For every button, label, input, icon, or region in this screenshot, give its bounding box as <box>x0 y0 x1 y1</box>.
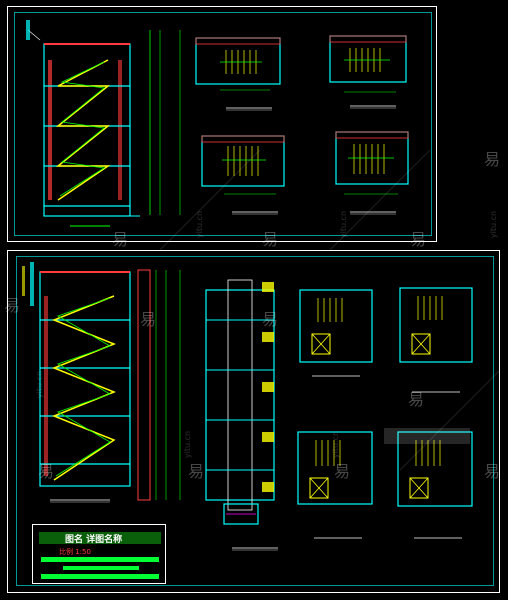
watermark-char: 易 <box>38 462 55 481</box>
lower-stair-section <box>22 262 131 503</box>
watermark-brand: yitu.cn <box>195 210 205 239</box>
watermark-char: 易 <box>4 296 21 315</box>
lower-sheet-inner-frame <box>16 256 494 586</box>
watermark-brand: yitu.cn <box>35 370 45 399</box>
upper-sheet-inner-frame <box>14 12 432 236</box>
watermark-char: 易 <box>484 462 501 481</box>
watermark-char: 易 <box>112 230 129 249</box>
lower-red-column <box>137 269 181 501</box>
title-block: 图名 详图名称 比例 1:50 <box>32 524 166 584</box>
watermark-char: 易 <box>484 150 501 169</box>
title-block-bar-1 <box>41 557 159 562</box>
upper-plan-bottom-left <box>201 135 285 215</box>
watermark-char: 易 <box>262 230 279 249</box>
watermark-brand: yitu.cn <box>331 430 341 459</box>
watermark-char: 易 <box>334 462 351 481</box>
title-block-bar-3 <box>41 574 159 579</box>
upper-plan-bottom-right <box>335 131 409 215</box>
watermark-char: 易 <box>262 310 279 329</box>
watermark-char: 易 <box>408 390 425 409</box>
watermark-brand: yitu.cn <box>183 430 193 459</box>
lower-plan-top-right <box>399 287 473 393</box>
watermark-char: 易 <box>188 462 205 481</box>
watermark-brand: yitu.cn <box>339 210 349 239</box>
title-block-header-bar <box>39 532 161 544</box>
lower-plan-bottom-left <box>297 431 373 539</box>
title-block-bar-2 <box>63 566 139 570</box>
upper-stair-section <box>26 20 181 227</box>
lower-plan-top-left <box>299 289 373 377</box>
title-block-title: 图名 详图名称 <box>65 535 123 545</box>
watermark-logo <box>384 428 470 444</box>
watermark-char: 易 <box>410 230 427 249</box>
lower-plan-bottom-right <box>397 431 473 539</box>
title-block-subtitle: 比例 1:50 <box>59 548 91 556</box>
watermark-char: 易 <box>140 310 157 329</box>
watermark-brand: yitu.cn <box>489 210 499 239</box>
upper-sheet-frame <box>7 6 437 242</box>
lower-sheet-frame <box>7 250 500 593</box>
watermark-diagonals <box>159 149 501 471</box>
upper-plan-top-left <box>195 37 281 111</box>
lower-elevator-section <box>205 279 278 551</box>
upper-plan-top-right <box>329 35 407 109</box>
